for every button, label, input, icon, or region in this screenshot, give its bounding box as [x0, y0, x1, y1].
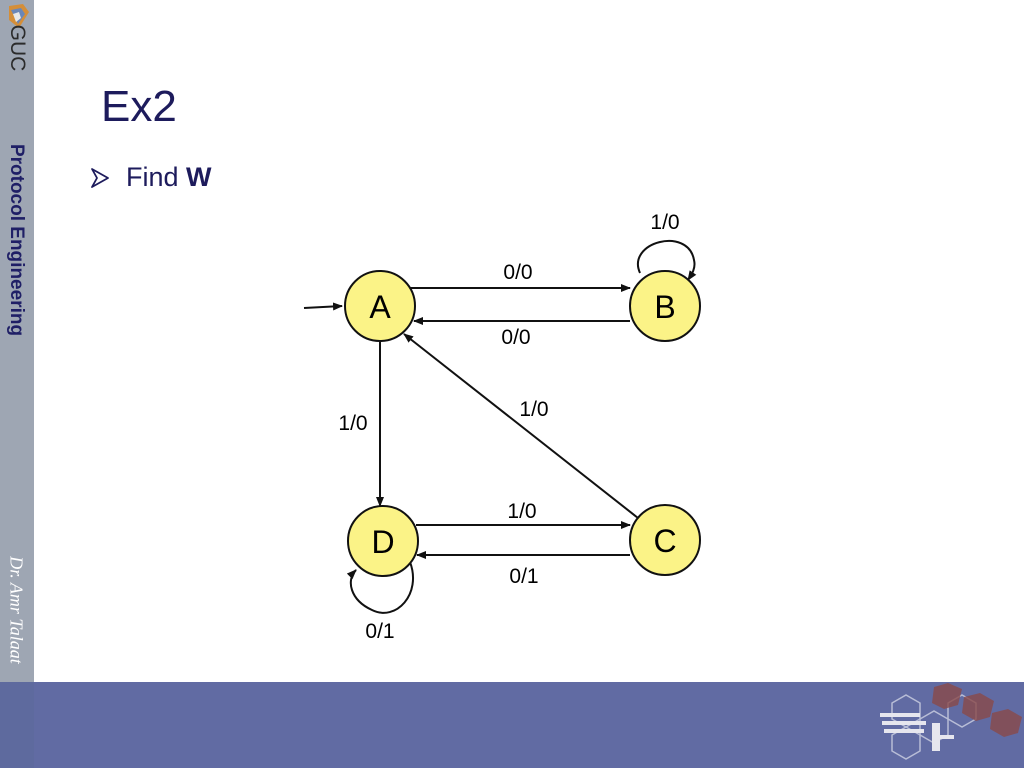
label-a-d: 1/0: [338, 412, 367, 435]
footer-bar: [34, 682, 1024, 768]
sidebar: GUC Protocol Engineering Dr. Amr Talaat: [0, 0, 34, 682]
bullet-item: Find W: [90, 162, 212, 193]
label-c-a: 1/0: [519, 398, 548, 421]
transition-b-b: [637, 240, 697, 281]
state-a: A: [344, 270, 416, 342]
state-diagram: 0/0 0/0 1/0 1/0 1/0 1/0 0/1 0/1 A B C D: [303, 211, 701, 643]
footer-left: [0, 682, 34, 768]
logo-text: GUC: [6, 24, 29, 72]
transition-c-a: [403, 333, 639, 519]
state-b-label: B: [654, 289, 675, 325]
state-d-label: D: [371, 524, 394, 560]
footer-logo-icon: [880, 683, 1022, 760]
initial-arrow: [303, 302, 343, 311]
state-c-label: C: [653, 523, 676, 559]
label-b-a: 0/0: [501, 326, 530, 349]
arrow-bullet-icon: [91, 167, 109, 188]
author-name: Dr. Amr Talaat: [6, 556, 27, 664]
transition-d-d: [346, 561, 414, 614]
slide-title: Ex2: [101, 82, 177, 131]
bullet-bold-text: W: [186, 162, 212, 192]
label-d-c: 1/0: [507, 500, 536, 523]
state-c: C: [629, 504, 701, 576]
bullet-text: Find: [126, 162, 179, 192]
label-d-d: 0/1: [365, 620, 394, 643]
state-a-label: A: [369, 289, 391, 325]
label-c-d: 0/1: [509, 565, 538, 588]
label-b-b: 1/0: [650, 211, 679, 234]
guc-logo-icon: [9, 4, 29, 28]
state-b: B: [629, 270, 701, 342]
label-a-b: 0/0: [503, 261, 532, 284]
course-title: Protocol Engineering: [6, 143, 27, 337]
state-d: D: [347, 505, 419, 577]
